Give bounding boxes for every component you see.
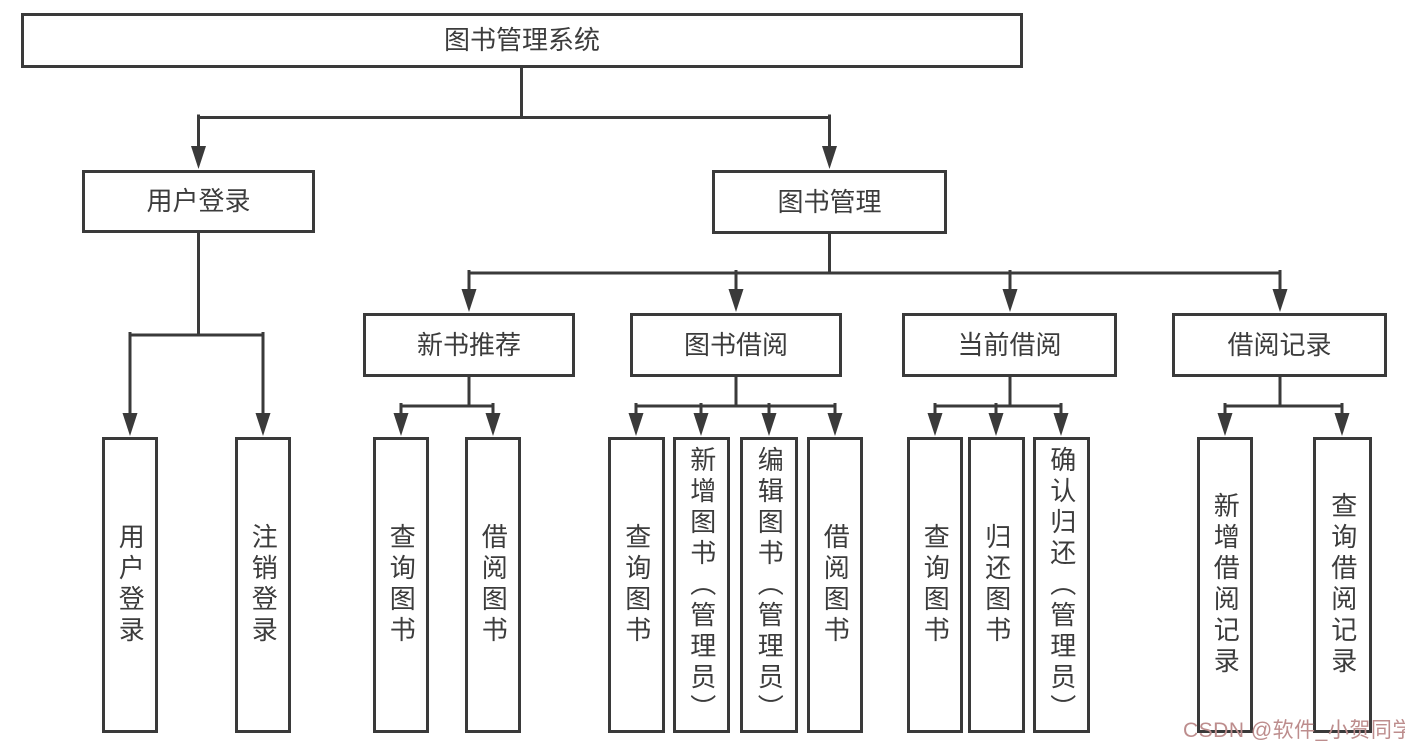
node-leaf-add-record-label: 新增借阅记录 <box>1210 492 1241 678</box>
node-leaf-logout: 注销登录 <box>235 437 291 733</box>
node-book-borrow-label: 图书借阅 <box>683 329 788 360</box>
node-book-mgmt-label: 图书管理 <box>777 186 882 217</box>
connector-borrow-records-to-leaves <box>1217 375 1350 436</box>
node-user-login-label: 用户登录 <box>146 186 251 217</box>
node-leaf-add-book-label: 新增图书（管理员） <box>686 445 717 725</box>
node-leaf-query-book-current-label: 查询图书 <box>920 523 951 647</box>
node-borrow-records: 借阅记录 <box>1172 313 1387 377</box>
node-leaf-user-login-label: 用户登录 <box>115 523 146 647</box>
node-leaf-query-book-current: 查询图书 <box>907 437 963 733</box>
watermark: CSDN @软件_小贺同学 <box>1183 719 1405 742</box>
node-leaf-add-record: 新增借阅记录 <box>1197 437 1253 733</box>
node-leaf-query-book-borrow: 查询图书 <box>608 437 665 733</box>
node-borrow-records-label: 借阅记录 <box>1227 329 1332 360</box>
node-leaf-query-record-label: 查询借阅记录 <box>1327 492 1358 678</box>
node-leaf-add-book: 新增图书（管理员） <box>673 437 730 733</box>
node-root: 图书管理系统 <box>21 13 1023 68</box>
node-book-borrow: 图书借阅 <box>630 313 842 377</box>
node-leaf-query-book-rec: 查询图书 <box>373 437 429 733</box>
node-book-mgmt: 图书管理 <box>712 170 947 234</box>
node-leaf-user-login: 用户登录 <box>102 437 158 733</box>
node-leaf-borrow-book-rec-label: 借阅图书 <box>478 523 509 647</box>
connector-user-login-to-leaves <box>122 231 271 436</box>
node-leaf-query-record: 查询借阅记录 <box>1313 437 1372 733</box>
node-leaf-query-book-rec-label: 查询图书 <box>386 523 417 647</box>
connector-book-borrow-to-leaves <box>628 375 843 436</box>
connector-new-book-rec-to-leaves <box>393 375 501 436</box>
node-new-book-rec: 新书推荐 <box>363 313 575 377</box>
node-leaf-borrow-book-rec: 借阅图书 <box>465 437 521 733</box>
node-user-login: 用户登录 <box>82 170 315 233</box>
node-leaf-borrow-book-label: 借阅图书 <box>820 523 851 647</box>
connector-root-to-level2 <box>191 66 837 169</box>
connector-book-mgmt-to-level3 <box>461 232 1288 312</box>
node-current-borrow-label: 当前借阅 <box>957 329 1062 360</box>
node-leaf-edit-book: 编辑图书（管理员） <box>740 437 798 733</box>
node-leaf-edit-book-label: 编辑图书（管理员） <box>754 445 785 725</box>
node-root-label: 图书管理系统 <box>443 25 600 56</box>
node-leaf-logout-label: 注销登录 <box>248 523 279 647</box>
node-current-borrow: 当前借阅 <box>902 313 1117 377</box>
node-leaf-query-book-borrow-label: 查询图书 <box>621 523 652 647</box>
node-leaf-confirm-return: 确认归还（管理员） <box>1033 437 1090 733</box>
connector-current-borrow-to-leaves <box>927 375 1069 436</box>
node-leaf-borrow-book: 借阅图书 <box>807 437 863 733</box>
node-leaf-return-book: 归还图书 <box>968 437 1025 733</box>
node-leaf-confirm-return-label: 确认归还（管理员） <box>1046 445 1077 725</box>
node-leaf-return-book-label: 归还图书 <box>981 523 1012 647</box>
node-new-book-rec-label: 新书推荐 <box>416 329 521 360</box>
